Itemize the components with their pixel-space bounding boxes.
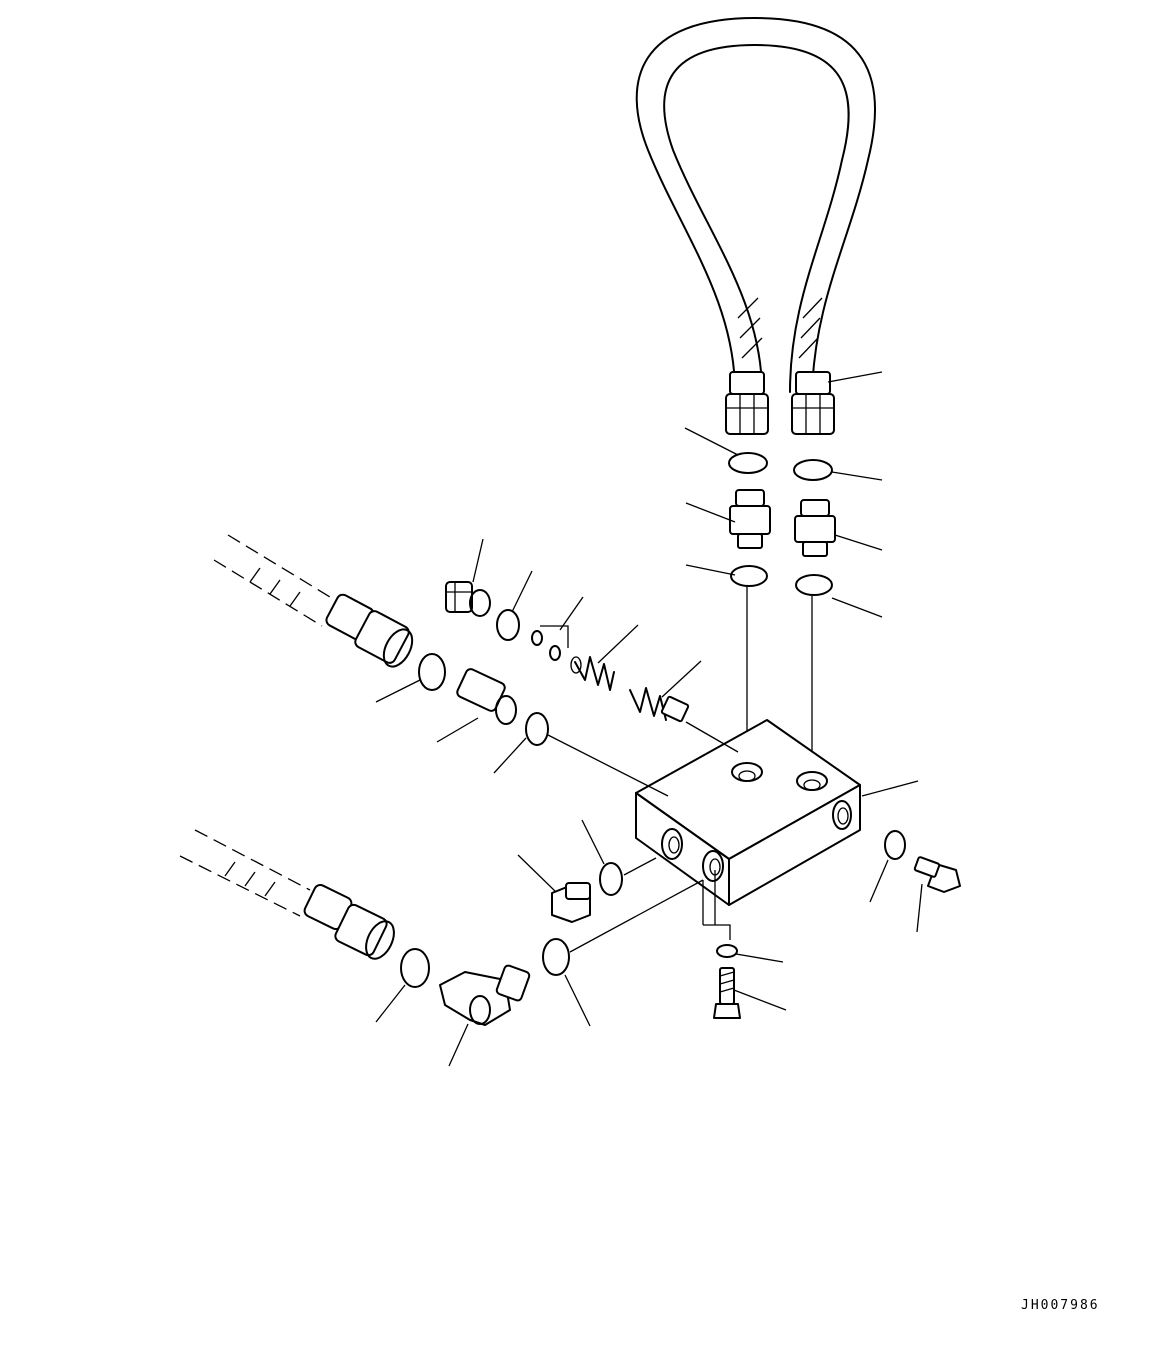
elbow-fitting bbox=[439, 964, 531, 1026]
plug bbox=[551, 882, 591, 923]
leader-lines bbox=[375, 371, 923, 1067]
hose-upper-left bbox=[213, 534, 414, 668]
straight-adapter-left bbox=[729, 489, 771, 549]
drawing-code: JH007986 bbox=[1021, 1298, 1100, 1313]
o-ring bbox=[884, 830, 906, 860]
looped-hose bbox=[635, 17, 877, 393]
o-ring bbox=[795, 574, 833, 596]
hose-lower-left bbox=[179, 829, 395, 960]
valve-poppet bbox=[629, 687, 690, 723]
o-ring bbox=[542, 938, 570, 976]
o-ring bbox=[400, 948, 430, 988]
hose-fitting-right bbox=[791, 371, 835, 435]
o-ring bbox=[728, 452, 768, 474]
washer bbox=[549, 645, 561, 661]
o-ring bbox=[525, 712, 549, 746]
washer bbox=[716, 944, 738, 958]
plug-fitting bbox=[445, 581, 491, 617]
bolt bbox=[713, 967, 741, 1019]
o-ring bbox=[496, 609, 520, 641]
o-ring bbox=[418, 653, 446, 691]
o-ring bbox=[730, 565, 768, 587]
side-bolt bbox=[913, 856, 961, 893]
o-ring bbox=[793, 459, 833, 481]
straight-adapter-side bbox=[456, 668, 517, 725]
straight-adapter-right bbox=[794, 499, 836, 557]
hose-fitting-left bbox=[725, 371, 769, 435]
valve-block bbox=[635, 719, 861, 906]
spring bbox=[570, 656, 615, 691]
o-ring bbox=[599, 862, 623, 896]
washer bbox=[531, 630, 543, 646]
